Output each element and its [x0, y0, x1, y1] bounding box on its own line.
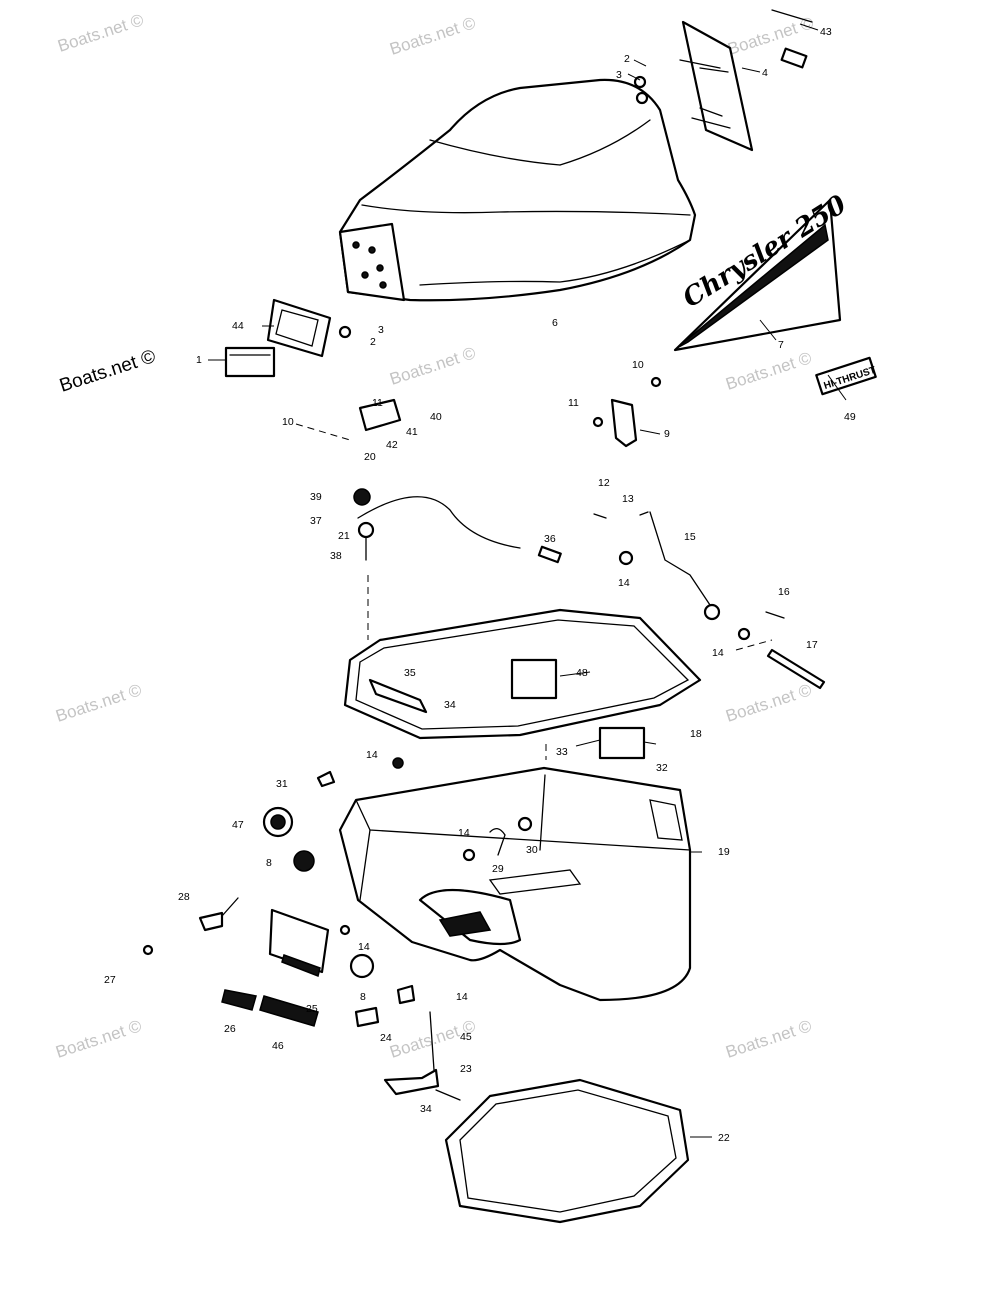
callout-18: 18: [690, 728, 702, 740]
leader-lines: [208, 23, 847, 1138]
callout-48: 48: [576, 667, 588, 679]
callout-41: 41: [406, 426, 418, 438]
callout-14-b: 14: [712, 647, 724, 659]
callout-39: 39: [310, 491, 322, 503]
callout-33: 33: [556, 746, 568, 758]
watermark-4: Boats.net ©: [387, 343, 478, 389]
callout-4: 4: [762, 67, 768, 79]
callout-10-a: 10: [632, 359, 644, 371]
callout-3-b: 3: [378, 324, 384, 336]
callout-24: 24: [380, 1032, 392, 1044]
watermark-11: Boats.net ©: [723, 1016, 814, 1062]
callout-17: 17: [806, 639, 818, 651]
callout-45: 45: [460, 1031, 472, 1043]
watermark-8: Boats.net ©: [723, 680, 814, 726]
callout-11-a: 11: [372, 397, 383, 409]
chrysler-decal: Chrysler 250: [673, 190, 852, 352]
watermark-9: Boats.net ©: [53, 1016, 144, 1062]
callout-30: 30: [526, 844, 538, 856]
hi-thrust-badge: HI-THRUST: [815, 356, 877, 396]
callout-2-a: 2: [624, 53, 630, 65]
callout-40: 40: [430, 411, 442, 423]
callout-15: 15: [684, 531, 696, 543]
callout-25: 25: [306, 1003, 318, 1015]
callout-38: 38: [330, 550, 342, 562]
callout-9: 9: [664, 428, 670, 440]
linkage-15: [593, 511, 826, 690]
top-cowl: [338, 78, 697, 302]
upper-left-small-parts: [224, 75, 649, 432]
callout-23: 23: [460, 1063, 472, 1075]
callout-20: 20: [364, 451, 376, 463]
callout-16: 16: [778, 586, 790, 598]
callout-47: 47: [232, 819, 244, 831]
callout-3-a: 3: [616, 69, 622, 81]
callout-28: 28: [178, 891, 190, 903]
plate-32: [598, 726, 646, 760]
callout-34-b: 34: [420, 1103, 432, 1115]
watermark-1: Boats.net ©: [55, 10, 146, 56]
callout-22: 22: [718, 1132, 730, 1144]
callout-7: 7: [778, 339, 784, 351]
callout-1: 1: [196, 354, 202, 366]
callout-8-a: 8: [266, 857, 272, 869]
callout-32: 32: [656, 762, 668, 774]
callout-14-d: 14: [458, 827, 470, 839]
callout-35: 35: [404, 667, 416, 679]
callout-12: 12: [598, 477, 610, 489]
callout-6: 6: [552, 317, 558, 329]
callout-8-b: 8: [360, 991, 366, 1003]
watermark-main: Boats.net ©: [57, 346, 158, 397]
callout-27: 27: [104, 974, 116, 986]
callout-34-a: 34: [444, 699, 456, 711]
callout-49: 49: [844, 411, 856, 423]
watermark-6: Boats.net ©: [53, 680, 144, 726]
callout-10-b: 10: [282, 416, 294, 428]
callout-13: 13: [622, 493, 634, 505]
watermark-5: Boats.net ©: [723, 348, 814, 394]
callout-14-f: 14: [456, 991, 468, 1003]
callout-14-c: 14: [366, 749, 378, 761]
watermark-3: Boats.net ©: [725, 13, 816, 59]
base-gasket-22: [444, 1078, 690, 1224]
seal-gasket-18: [343, 608, 702, 740]
callout-46: 46: [272, 1040, 284, 1052]
callout-2-b: 2: [370, 336, 376, 348]
callout-14-a: 14: [618, 577, 630, 589]
alignment-lines: [295, 423, 773, 760]
callout-21: 21: [338, 530, 350, 542]
callout-44: 44: [232, 320, 244, 332]
watermark-2: Boats.net ©: [387, 13, 478, 59]
rear-bracket-plate: [679, 9, 813, 152]
callout-29: 29: [492, 863, 504, 875]
lower-cowl: [338, 766, 692, 1002]
callout-36: 36: [544, 533, 556, 545]
callout-26: 26: [224, 1023, 236, 1035]
callout-37: 37: [310, 515, 322, 527]
callout-42: 42: [386, 439, 398, 451]
callout-11-b: 11: [568, 397, 579, 409]
lower-small-parts: [142, 757, 533, 1101]
bracket-9: [592, 376, 662, 448]
control-rod-36: [353, 488, 562, 564]
callout-19: 19: [718, 846, 730, 858]
callout-31: 31: [276, 778, 288, 790]
callout-14-e: 14: [358, 941, 370, 953]
callout-43: 43: [820, 26, 832, 38]
callout-labels: 1 2 2 3 3 4 6 7 8 8 9 10 10 11 11 12 13 …: [104, 26, 856, 1144]
